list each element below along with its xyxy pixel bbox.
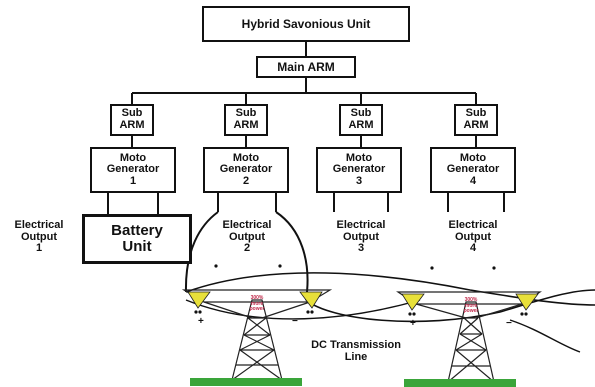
tower-2-text2: more [464, 302, 478, 309]
main-arm-text: Main ARM [277, 59, 335, 74]
moto-3-num: 3 [355, 174, 363, 187]
moto-3-line2: Generator [332, 163, 386, 176]
moto-generator-3-box: Moto Generator 3 [316, 147, 402, 193]
title-text: Hybrid Savonious Unit [241, 16, 371, 31]
tower-1-label: 300% more power [240, 295, 274, 313]
sub-arm-4-line2: ARM [463, 119, 489, 131]
transmission-line2: Line [344, 350, 368, 363]
moto-3-line1: Moto [345, 151, 373, 164]
output-2-line2: Output [228, 230, 266, 243]
tower-2-text1: 300% [464, 297, 478, 303]
sub-arm-4-line1: Sub [465, 107, 487, 120]
output-2-line1: Electrical [222, 219, 272, 231]
tower-1-minus-sign: − [292, 316, 298, 327]
sub-arm-3-line1: Sub [350, 107, 372, 120]
sub-arm-1-line2: ARM [119, 119, 145, 131]
moto-generator-2-box: Moto Generator 2 [203, 147, 289, 193]
moto-2-line1: Moto [232, 151, 260, 164]
output-1-line1: Electrical [14, 219, 64, 231]
output-4-line2: Output [454, 230, 492, 243]
main-arm-box: Main ARM [256, 56, 356, 78]
sub-arm-1-box: Sub ARM [110, 104, 154, 136]
sub-arm-2-box: Sub ARM [224, 104, 268, 136]
output-3-line2: Output [342, 230, 380, 243]
moto-1-num: 1 [129, 174, 137, 187]
battery-line1: Battery [111, 222, 163, 240]
tower-1-text1: 300% [250, 295, 264, 301]
tower-2-minus-sign: − [506, 318, 512, 329]
moto-4-num: 4 [469, 174, 477, 187]
moto-1-line2: Generator [106, 163, 160, 176]
transmission-line1: DC Transmission [311, 339, 401, 351]
output-1-line2: Output [20, 230, 58, 243]
tower-2-text3: power [463, 308, 479, 314]
moto-generator-4-box: Moto Generator 4 [430, 147, 516, 193]
sub-arm-4-box: Sub ARM [454, 104, 498, 136]
battery-unit-box: Battery Unit [82, 214, 192, 264]
moto-1-line1: Moto [119, 151, 147, 164]
moto-2-line2: Generator [219, 163, 273, 176]
sub-arm-3-line2: ARM [348, 119, 374, 131]
output-1-num: 1 [35, 242, 43, 255]
electrical-output-1-label: Electrical Output 1 [4, 219, 74, 255]
hybrid-savonious-unit-box: Hybrid Savonious Unit [202, 6, 410, 42]
sub-arm-2-line1: Sub [235, 107, 257, 120]
output-3-line1: Electrical [336, 219, 386, 231]
tower-1-plus-sign: + [198, 316, 204, 327]
sub-arm-3-box: Sub ARM [339, 104, 383, 136]
tower-1-text2: more [250, 300, 264, 307]
battery-line2: Unit [122, 238, 152, 255]
electrical-output-4-label: Electrical Output 4 [438, 219, 508, 255]
moto-4-line2: Generator [446, 163, 500, 176]
electrical-output-3-label: Electrical Output 3 [326, 219, 396, 255]
moto-2-num: 2 [242, 174, 250, 187]
moto-4-line1: Moto [459, 151, 487, 164]
output-2-num: 2 [243, 242, 251, 255]
tower-1-text3: power [249, 306, 265, 312]
output-4-line1: Electrical [448, 219, 498, 231]
dc-transmission-line-label: DC Transmission Line [294, 339, 418, 363]
output-3-num: 3 [357, 242, 365, 255]
sub-arm-2-line2: ARM [233, 119, 259, 131]
tower-2-label: 300% more power [454, 297, 488, 315]
sub-arm-1-line1: Sub [121, 107, 143, 120]
tower-2-plus-sign: + [410, 318, 416, 329]
output-4-num: 4 [469, 242, 477, 255]
electrical-output-2-label: Electrical Output 2 [212, 219, 282, 255]
moto-generator-1-box: Moto Generator 1 [90, 147, 176, 193]
